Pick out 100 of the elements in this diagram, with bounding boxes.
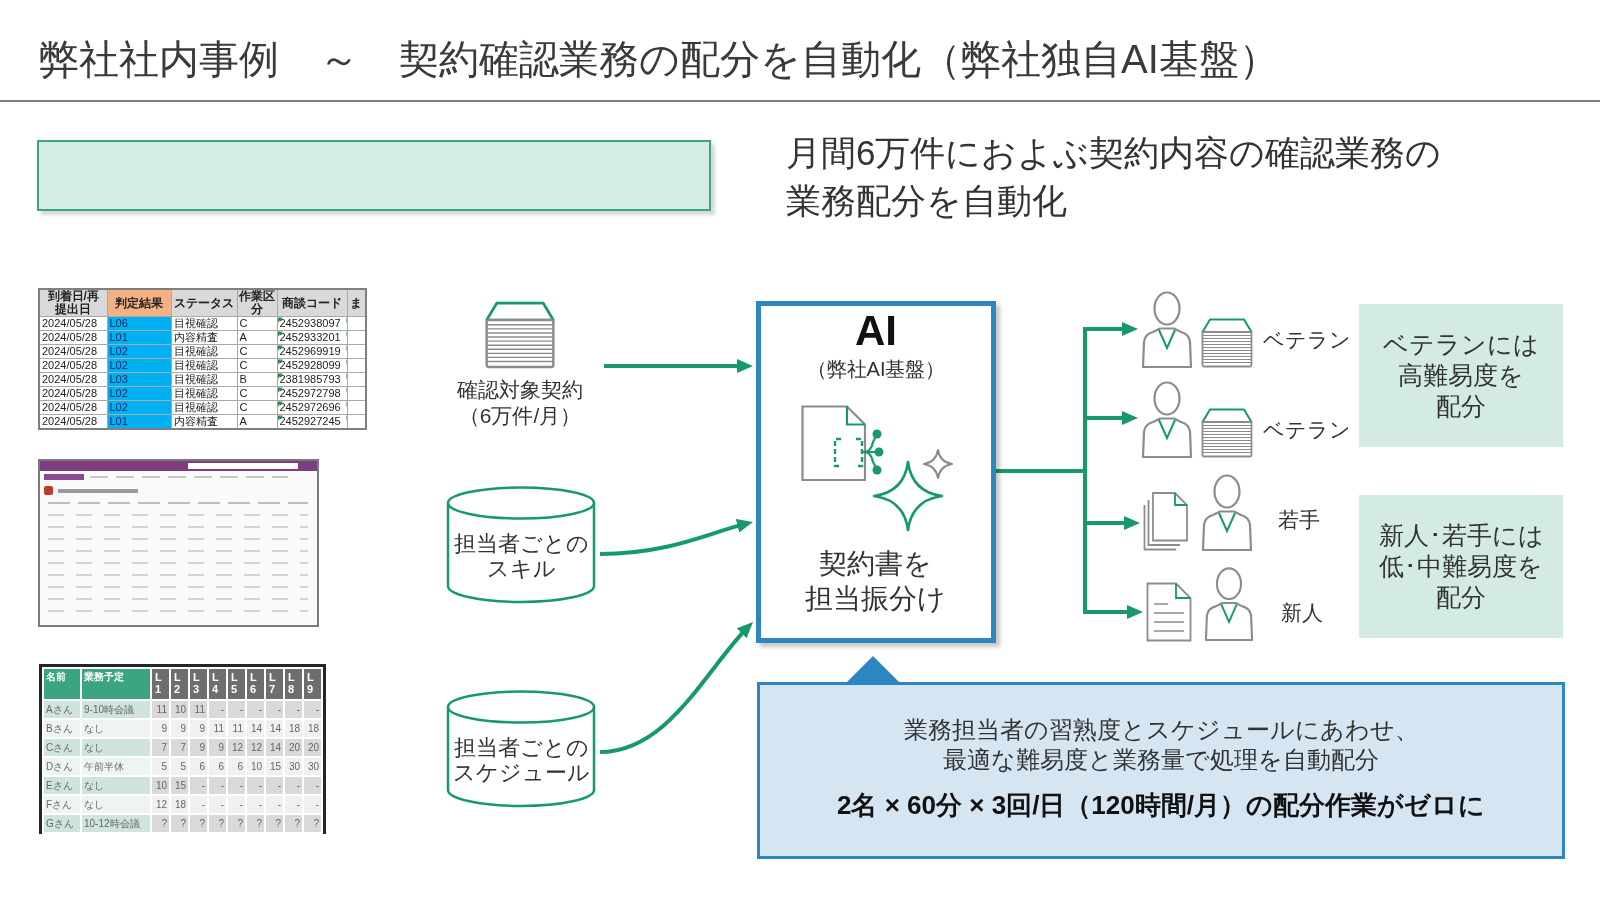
callout-box <box>757 682 1565 859</box>
ai-title: AI <box>855 306 897 356</box>
table-cell: L8 <box>285 669 302 699</box>
table-cell: 2024/05/28 <box>39 330 107 345</box>
database-label: 担当者ごとのスキル <box>452 531 590 581</box>
table-cell: 10 <box>152 777 169 794</box>
table-cell: 11 <box>228 720 245 737</box>
table-cell: Gさん <box>44 815 80 832</box>
table-cell: - <box>304 701 321 718</box>
table-cell: 6 <box>228 758 245 775</box>
table-cell: Eさん <box>44 777 80 794</box>
table-cell: C <box>237 400 277 415</box>
note-box <box>1359 304 1563 447</box>
table-cell: - <box>247 777 264 794</box>
table-cell: 5 <box>171 758 188 775</box>
table-cell: 11 <box>190 701 207 718</box>
table-cell: 名前 <box>44 669 80 699</box>
table-cell: - <box>209 796 226 813</box>
arrow <box>1085 322 1138 336</box>
table-cell: ? <box>190 815 207 832</box>
table-cell: - <box>228 796 245 813</box>
table-cell: 20 <box>285 739 302 756</box>
table-cell: 到着日/再提出日 <box>39 289 107 317</box>
table-cell: 目視確認 <box>171 358 237 373</box>
table-cell: - <box>209 701 226 718</box>
table-cell: L1 <box>152 669 169 699</box>
table-cell: 目視確認 <box>171 400 237 415</box>
table-cell: ? <box>228 815 245 832</box>
arrow <box>994 327 1087 614</box>
table-cell: L3 <box>190 669 207 699</box>
table-cell: - <box>285 777 302 794</box>
table-cell: 2024/05/28 <box>39 400 107 415</box>
table-cell: 14 <box>266 720 283 737</box>
table-cell: 判定結果 <box>107 289 171 317</box>
table-cell: なし <box>82 720 150 737</box>
table-cell: 2024/05/28 <box>39 414 107 429</box>
table-cell: - <box>247 796 264 813</box>
callout-text: 業務担当者の習熟度とスケジュールにあわせ、最適な難易度と業務量で処理を自動配分 <box>903 715 1419 775</box>
table-cell: 14 <box>266 739 283 756</box>
table-cell: 15 <box>171 777 188 794</box>
table-cell: 5 <box>152 758 169 775</box>
table-cell: ? <box>304 815 321 832</box>
table-cell: 9 <box>209 739 226 756</box>
table-cell: ? <box>266 815 283 832</box>
role-label: 新人 <box>1281 600 1323 626</box>
table-cell: 30 <box>285 758 302 775</box>
table-cell: 9 <box>190 720 207 737</box>
table-cell: 9 <box>171 720 188 737</box>
table-cell: - <box>266 777 283 794</box>
table-cell: 14 <box>247 720 264 737</box>
table-cell: - <box>209 777 226 794</box>
table-cell: 商談コード <box>277 289 347 317</box>
table-cell: なし <box>82 777 150 794</box>
table-cell: 午前半休 <box>82 758 150 775</box>
result-statement: 2名 × 60分 × 3回/日（120時間/月）の配分作業がゼロに <box>837 789 1485 821</box>
table-cell: 11 <box>152 701 169 718</box>
table-cell: 目視確認 <box>171 372 237 387</box>
table-cell: L6 <box>247 669 264 699</box>
table-cell: 12 <box>152 796 169 813</box>
table-cell: C <box>237 344 277 359</box>
table-cell: 内容精査 <box>171 330 237 345</box>
table-cell: ? <box>171 815 188 832</box>
arrow <box>599 519 753 556</box>
ai-platform-box <box>756 301 996 643</box>
table-cell: 12 <box>247 739 264 756</box>
table-cell: 6 <box>209 758 226 775</box>
table-cell: なし <box>82 739 150 756</box>
table-cell: Bさん <box>44 720 80 737</box>
table-cell: - <box>228 701 245 718</box>
headline-text: 月間6万件におよぶ契約内容の確認業務の業務配分を自動化 <box>786 132 1443 222</box>
table-cell: 目視確認 <box>171 344 237 359</box>
table-cell: L4 <box>209 669 226 699</box>
table-cell: Aさん <box>44 701 80 718</box>
table-cell: A <box>237 414 277 429</box>
table-cell: 30 <box>304 758 321 775</box>
table-cell: C <box>237 358 277 373</box>
table-cell: - <box>266 701 283 718</box>
banner-box <box>37 140 711 211</box>
table-cell: 2024/05/28 <box>39 358 107 373</box>
table-cell: 18 <box>285 720 302 737</box>
table-cell: - <box>304 777 321 794</box>
ai-task-text: 契約書を担当振分け <box>804 547 948 616</box>
table-cell: - <box>266 796 283 813</box>
table-cell: L7 <box>266 669 283 699</box>
table-cell: 9 <box>152 720 169 737</box>
table-cell: 目視確認 <box>171 386 237 401</box>
table-cell: ステータス <box>171 289 237 317</box>
table-cell: - <box>247 701 264 718</box>
table-cell: 9-10時会議 <box>82 701 150 718</box>
table-cell: - <box>285 796 302 813</box>
note-box <box>1359 495 1563 638</box>
table-cell: ? <box>209 815 226 832</box>
table-cell: ま <box>347 289 366 317</box>
table-cell: C <box>237 386 277 401</box>
table-cell: 2024/05/28 <box>39 316 107 331</box>
table-cell: 12 <box>228 739 245 756</box>
table-cell: ? <box>285 815 302 832</box>
arrow <box>604 359 753 373</box>
table-cell: 15 <box>266 758 283 775</box>
arrow <box>1085 411 1138 425</box>
